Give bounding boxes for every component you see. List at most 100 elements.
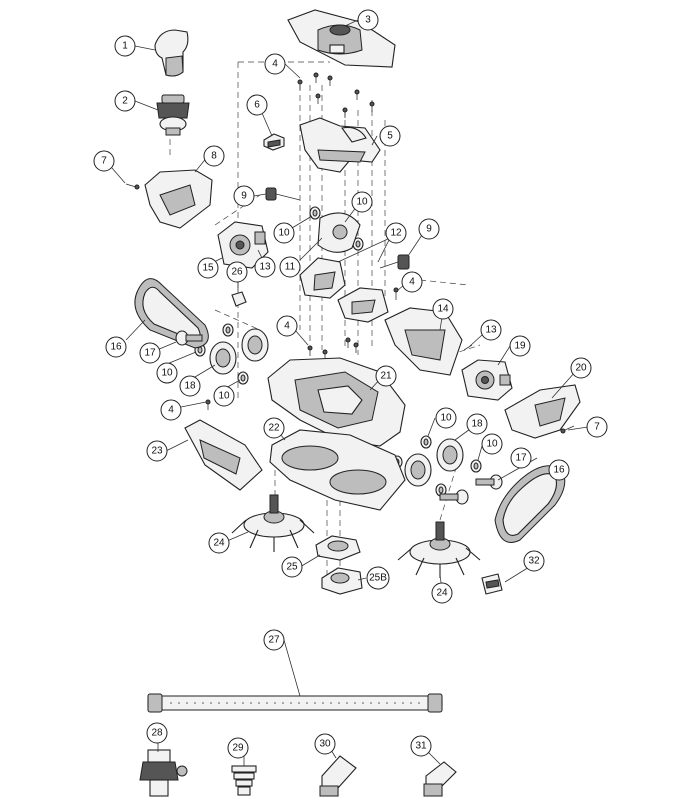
callout-3: 3 <box>357 9 379 31</box>
callout-24-right-label: 24 <box>436 588 448 599</box>
callout-24-left: 24 <box>208 532 230 554</box>
part-25b-clamp <box>321 567 363 595</box>
callout-12: 12 <box>385 222 407 244</box>
callout-18-left: 18 <box>179 375 201 397</box>
callout-14: 14 <box>432 298 454 320</box>
part-15-motor <box>217 221 269 269</box>
callout-4-middle: 4 <box>276 315 298 337</box>
callout-11: 11 <box>279 256 301 278</box>
part-29-adapter <box>231 765 257 796</box>
callout-10-a: 10 <box>273 222 295 244</box>
callout-8: 8 <box>203 145 225 167</box>
callout-29-label: 29 <box>232 743 244 754</box>
part-9-shaft-right <box>379 254 410 270</box>
callout-10-d-label: 10 <box>218 391 230 402</box>
callout-7-left: 7 <box>93 150 115 172</box>
callout-24-left-label: 24 <box>213 538 225 549</box>
part-7-screw-right <box>560 425 575 434</box>
part-24-brush-left <box>231 494 315 552</box>
part-7-screw-left <box>125 183 140 190</box>
part-14-right-cover <box>384 307 463 376</box>
callout-4-top-label: 4 <box>272 59 278 70</box>
callout-16-right-label: 16 <box>553 465 565 476</box>
callout-30: 30 <box>314 733 336 755</box>
callout-10-c: 10 <box>156 362 178 384</box>
callout-23-label: 23 <box>151 446 163 457</box>
callout-4-middle-label: 4 <box>284 321 290 332</box>
callout-31: 31 <box>410 735 432 757</box>
callout-7-left-label: 7 <box>101 156 107 167</box>
callout-10-f: 10 <box>481 433 503 455</box>
callout-4-right-label: 4 <box>409 277 415 288</box>
part-18-wheels-right <box>404 438 464 487</box>
part-9-shaft-left <box>265 187 301 201</box>
part-30-elbow <box>319 755 357 797</box>
part-31-angle-adapter <box>423 761 457 797</box>
callout-18-left-label: 18 <box>184 381 196 392</box>
callout-5: 5 <box>379 125 401 147</box>
callout-3-label: 3 <box>365 15 371 26</box>
callout-21-label: 21 <box>380 371 392 382</box>
part-8-left-side-cover <box>144 169 213 229</box>
callout-6-label: 6 <box>254 100 260 111</box>
part-22-base-plate <box>269 429 406 511</box>
part-17-axle-right <box>439 474 503 505</box>
callout-17-right-label: 17 <box>515 453 527 464</box>
callout-10-b: 10 <box>351 191 373 213</box>
callout-22: 22 <box>263 417 285 439</box>
callout-25-label: 25 <box>286 562 298 573</box>
callout-9-right-label: 9 <box>426 224 432 235</box>
callout-10-d: 10 <box>213 385 235 407</box>
part-5-upper-chassis <box>299 117 381 173</box>
callout-12-label: 12 <box>390 228 402 239</box>
callout-19: 19 <box>509 335 531 357</box>
callout-25b: 25B <box>366 566 390 590</box>
part-27-hose <box>147 693 443 713</box>
callout-2-label: 2 <box>122 96 128 107</box>
callout-10-c-label: 10 <box>161 368 173 379</box>
callout-28: 28 <box>146 722 168 744</box>
part-1-cap <box>154 29 189 77</box>
callout-10-a-label: 10 <box>278 228 290 239</box>
callout-13-right: 13 <box>480 319 502 341</box>
callout-20: 20 <box>570 357 592 379</box>
part-25-clamp <box>315 535 361 561</box>
callout-6: 6 <box>246 94 268 116</box>
part-6-bracket <box>263 133 285 151</box>
callout-15-label: 15 <box>202 263 214 274</box>
part-28-connector <box>139 749 188 797</box>
part-4-screws-middle <box>205 287 399 410</box>
part-2-valve <box>156 94 190 136</box>
callout-24-right: 24 <box>431 582 453 604</box>
callout-27: 27 <box>263 629 285 651</box>
part-12-inner-brackets <box>299 257 389 323</box>
callout-32: 32 <box>523 550 545 572</box>
callout-16-right: 16 <box>548 459 570 481</box>
callout-1: 1 <box>114 35 136 57</box>
callout-26-label: 26 <box>231 267 243 278</box>
callout-13-right-label: 13 <box>485 325 497 336</box>
callout-23: 23 <box>146 440 168 462</box>
callout-28-label: 28 <box>151 728 163 739</box>
callout-17-left-label: 17 <box>144 348 156 359</box>
callout-14-label: 14 <box>437 304 449 315</box>
part-17-axle-left <box>175 330 203 346</box>
part-3-top-cover <box>287 9 396 68</box>
part-11-gear-plate <box>317 212 361 253</box>
callout-9-right: 9 <box>418 218 440 240</box>
callout-7-right: 7 <box>586 416 608 438</box>
part-19-pump-motor <box>461 359 513 401</box>
part-20-right-side-cover <box>504 384 581 439</box>
callout-10-e-label: 10 <box>440 413 452 424</box>
callout-22-label: 22 <box>268 423 280 434</box>
callout-7-right-label: 7 <box>594 422 600 433</box>
callout-4-left: 4 <box>160 399 182 421</box>
callout-11-label: 11 <box>285 262 296 273</box>
callout-8-label: 8 <box>211 151 217 162</box>
callout-10-b-label: 10 <box>356 197 368 208</box>
callout-18-right-label: 18 <box>471 419 483 430</box>
callout-10-f-label: 10 <box>486 439 498 450</box>
callout-1-label: 1 <box>122 41 128 52</box>
